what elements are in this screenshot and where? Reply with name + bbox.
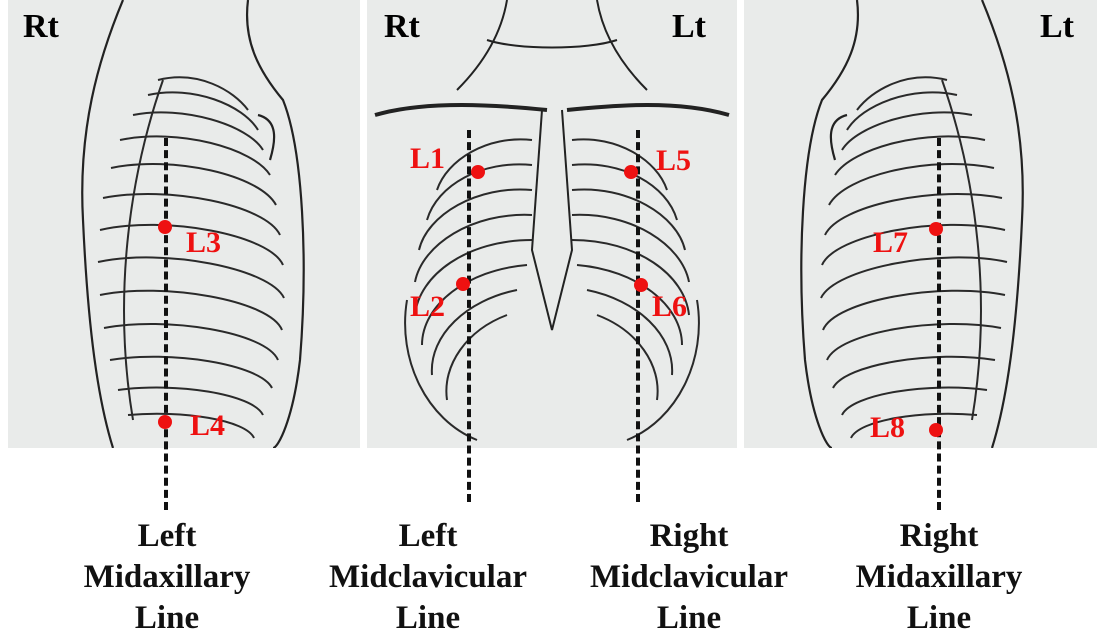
right-midclavicular-line: [636, 130, 640, 502]
l5-label: L5: [656, 146, 691, 176]
l7-label: L7: [873, 228, 908, 258]
label-line1: Right: [814, 516, 1064, 557]
lt-label-front-panel: Lt: [672, 8, 706, 46]
label-line3: Line: [564, 598, 814, 639]
label-line1: Left: [42, 516, 292, 557]
rt-label-front-panel: Rt: [384, 8, 420, 46]
label-line1: Right: [564, 516, 814, 557]
right-lateral-panel: [8, 0, 360, 448]
l4-label: L4: [190, 411, 225, 441]
right-midaxillary-line: [937, 138, 941, 510]
ribcage-lateral-left-drawing: [744, 0, 1097, 448]
l6-label: L6: [652, 292, 687, 322]
lt-label-right-panel: Lt: [1040, 8, 1074, 46]
left-midclavicular-line: [467, 130, 471, 502]
label-line2: Midaxillary: [814, 557, 1064, 598]
label-right-midaxillary: Right Midaxillary Line: [814, 516, 1064, 639]
anterior-panel: [367, 0, 737, 448]
ribcage-lateral-right-drawing: [8, 0, 360, 448]
label-right-midclavicular: Right Midclavicular Line: [564, 516, 814, 639]
label-left-midclavicular: Left Midclavicular Line: [303, 516, 553, 639]
label-left-midaxillary: Left Midaxillary Line: [42, 516, 292, 639]
left-midaxillary-line: [164, 138, 168, 510]
label-line2: Midclavicular: [564, 557, 814, 598]
label-line3: Line: [814, 598, 1064, 639]
label-line2: Midclavicular: [303, 557, 553, 598]
ribcage-anterior-drawing: [367, 0, 737, 448]
l3-label: L3: [186, 228, 221, 258]
rt-label-left-panel: Rt: [23, 8, 59, 46]
label-line1: Left: [303, 516, 553, 557]
l2-label: L2: [410, 292, 445, 322]
label-line3: Line: [42, 598, 292, 639]
left-lateral-panel: [744, 0, 1097, 448]
l8-label: L8: [870, 413, 905, 443]
label-line2: Midaxillary: [42, 557, 292, 598]
l1-label: L1: [410, 144, 445, 174]
label-line3: Line: [303, 598, 553, 639]
